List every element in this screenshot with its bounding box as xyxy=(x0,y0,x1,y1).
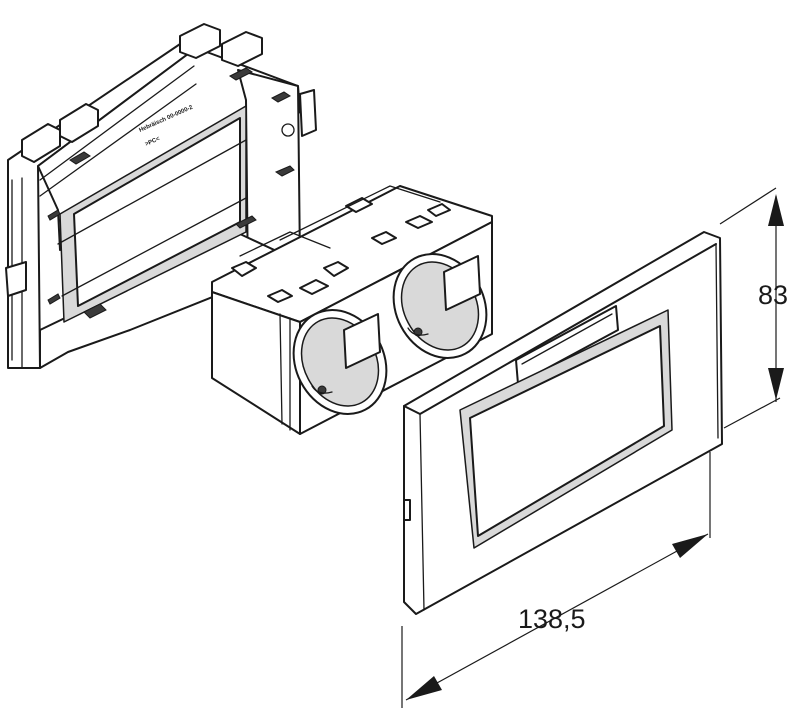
width-label: 138,5 xyxy=(518,604,586,634)
height-label: 83 xyxy=(758,280,788,310)
height-arrow-top xyxy=(768,194,784,226)
width-arrow-right xyxy=(672,534,708,558)
height-arrow-bottom xyxy=(768,368,784,400)
height-dimension: 83 xyxy=(719,187,788,429)
frame-clip-1 xyxy=(21,123,61,163)
width-arrow-left xyxy=(406,676,442,700)
frame-clip-2 xyxy=(59,103,99,143)
width-dimension: 138,5 xyxy=(401,452,711,708)
frame-clip-4 xyxy=(221,31,263,67)
frame-clip-3 xyxy=(179,23,221,59)
double-socket-insert xyxy=(211,185,493,435)
mounting-frame: Hebräisch 00-0000-2 >PC< xyxy=(5,23,317,369)
cover-plate xyxy=(403,231,723,615)
frame-marking-line2: >PC< xyxy=(144,136,161,148)
